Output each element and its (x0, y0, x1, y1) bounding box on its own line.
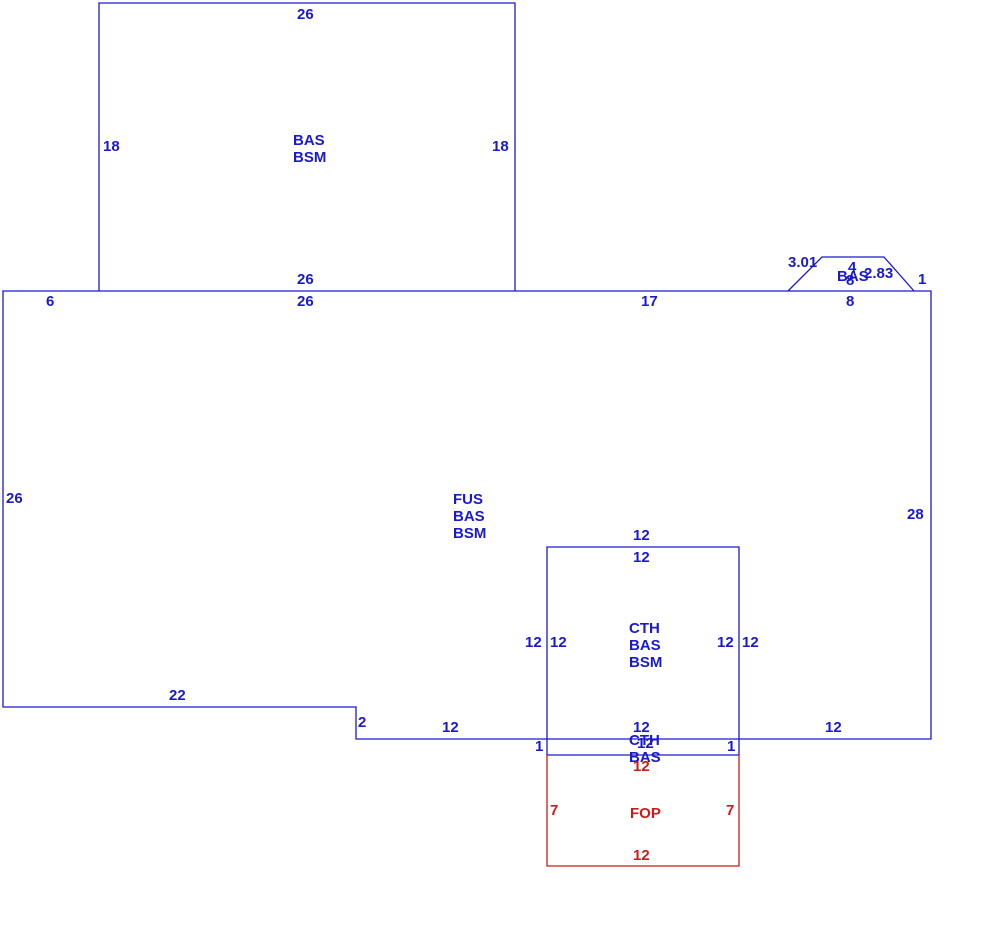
dim-upper-left: 18 (103, 138, 120, 155)
dim-bay-edge: 1 (918, 271, 927, 288)
dim-main-step: 2 (358, 714, 367, 731)
area-code-upper: BAS BSM (293, 132, 326, 166)
dim-strip: 12 (637, 735, 654, 752)
area-code-main-3: BSM (453, 525, 487, 542)
dim-cth-left-outer: 12 (525, 634, 542, 651)
area-code-cth: CTH BAS BSM (629, 620, 662, 671)
bay-outline (787, 256, 915, 292)
dim-main-right: 28 (907, 506, 924, 523)
area-code-upper-2: BSM (293, 149, 327, 166)
dim-cth-top-inner: 12 (633, 549, 650, 566)
dim-main-top-left: 6 (46, 293, 55, 310)
dim-porch-top: 12 (633, 758, 650, 775)
area-code-porch: FOP (630, 805, 661, 822)
dim-porch-left: 7 (550, 802, 559, 819)
area-code-upper-1: BAS (293, 132, 325, 149)
dim-main-top-mid: 26 (297, 293, 314, 310)
dim-upper-bottom: 26 (297, 271, 314, 288)
cth-area-outline (546, 546, 740, 739)
dim-bay-left: 3.01 (788, 254, 818, 271)
dim-cth-top-outer: 12 (633, 527, 650, 544)
porch-outline (546, 755, 740, 867)
dim-bay-bottom: 8 (846, 293, 855, 310)
area-code-cth-2: BAS (629, 637, 661, 654)
upper-area-outline (98, 2, 516, 291)
dim-bay-right: 2.83 (864, 265, 894, 282)
area-code-strip: CTH BAS (629, 732, 661, 766)
dim-bay-bottom-inner: 8 (846, 272, 855, 289)
dim-main-bottom-right: 12 (825, 719, 842, 736)
main-area-outline (2, 290, 932, 740)
dim-upper-right: 18 (492, 138, 509, 155)
dim-cth-right-inner: 12 (717, 634, 734, 651)
dim-upper-top: 26 (297, 6, 314, 23)
dim-main-top-right: 17 (641, 293, 658, 310)
area-code-main: FUS BAS BSM (453, 491, 486, 542)
dim-strip-right: 1 (727, 738, 736, 755)
dim-strip-left: 1 (535, 738, 544, 755)
dim-porch-bottom: 12 (633, 847, 650, 864)
dim-main-left: 26 (6, 490, 23, 507)
area-code-main-2: BAS (453, 508, 485, 525)
area-code-strip-2: BAS (629, 749, 661, 766)
dim-cth-bottom: 12 (633, 719, 650, 736)
strip-area-outline (546, 739, 740, 756)
dim-main-bottom-mid: 12 (442, 719, 459, 736)
area-code-bay: BAS (837, 268, 869, 285)
dim-cth-right-outer: 12 (742, 634, 759, 651)
dim-cth-left-inner: 12 (550, 634, 567, 651)
dim-porch-right: 7 (726, 802, 735, 819)
area-code-cth-1: CTH (629, 620, 660, 637)
area-code-cth-3: BSM (629, 654, 663, 671)
area-code-main-1: FUS (453, 491, 483, 508)
dim-main-bottom-left: 22 (169, 687, 186, 704)
dim-bay-top: 4 (848, 259, 857, 276)
area-code-strip-1: CTH (629, 732, 660, 749)
